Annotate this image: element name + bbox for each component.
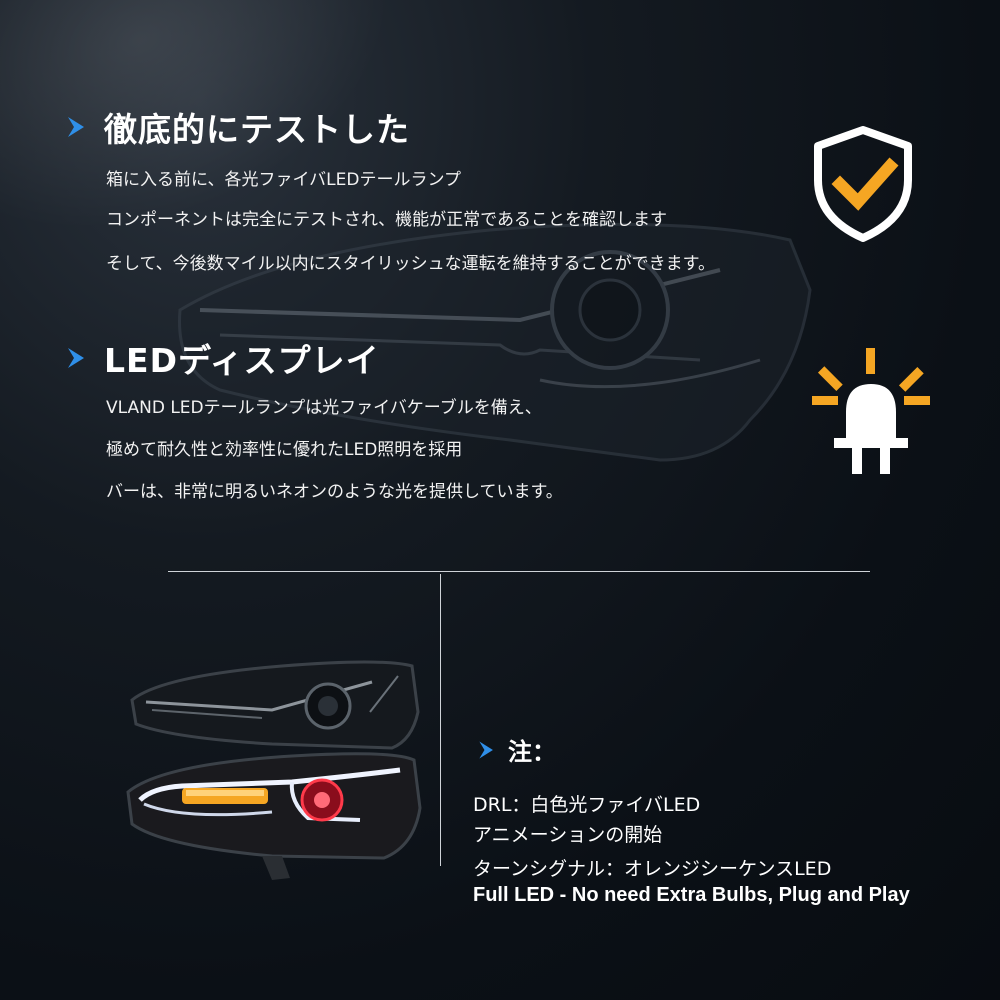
note-line: ターンシグナル：オレンジシーケンスLED xyxy=(473,858,832,880)
section-title-led-display: LEDディスプレイ xyxy=(64,334,380,382)
chevron-right-icon xyxy=(68,348,84,368)
chevron-right-icon xyxy=(479,741,493,758)
shield-check-icon xyxy=(814,126,912,242)
paragraph-line: VLAND LEDテールランプは光ファイバケーブルを備え、 xyxy=(106,398,542,418)
paragraph-line: 極めて耐久性と効率性に優れたLED照明を採用 xyxy=(106,440,463,460)
paragraph-line: そして、今後数マイル以内にスタイリッシュな運転を維持することができます。 xyxy=(106,254,715,274)
note-title-text: 注： xyxy=(508,738,556,766)
paragraph-line: 箱に入る前に、各光ファイバLEDテールランプ xyxy=(106,170,461,190)
section-title-text: 徹底的にテストした xyxy=(104,110,410,149)
paragraph-line: コンポーネントは完全にテストされ、機能が正常であることを確認します xyxy=(106,210,667,230)
background-headlight-image xyxy=(178,222,812,462)
paragraph-line: バーは、非常に明るいネオンのような光を提供しています。 xyxy=(106,482,563,502)
note-title: 注： xyxy=(476,732,556,767)
led-bulb-icon xyxy=(812,348,930,474)
note-line: アニメーションの開始 xyxy=(473,824,663,846)
chevron-right-icon xyxy=(68,117,84,137)
section-title-text: LEDディスプレイ xyxy=(104,341,380,380)
note-line: Full LED - No need Extra Bulbs, Plug and… xyxy=(473,884,910,906)
vertical-divider xyxy=(440,574,441,866)
horizontal-divider xyxy=(168,571,870,572)
section-title-testing: 徹底的にテストした xyxy=(64,103,410,151)
headlight-product-image xyxy=(126,660,422,880)
note-line: DRL：白色光ファイバLED xyxy=(473,794,701,816)
